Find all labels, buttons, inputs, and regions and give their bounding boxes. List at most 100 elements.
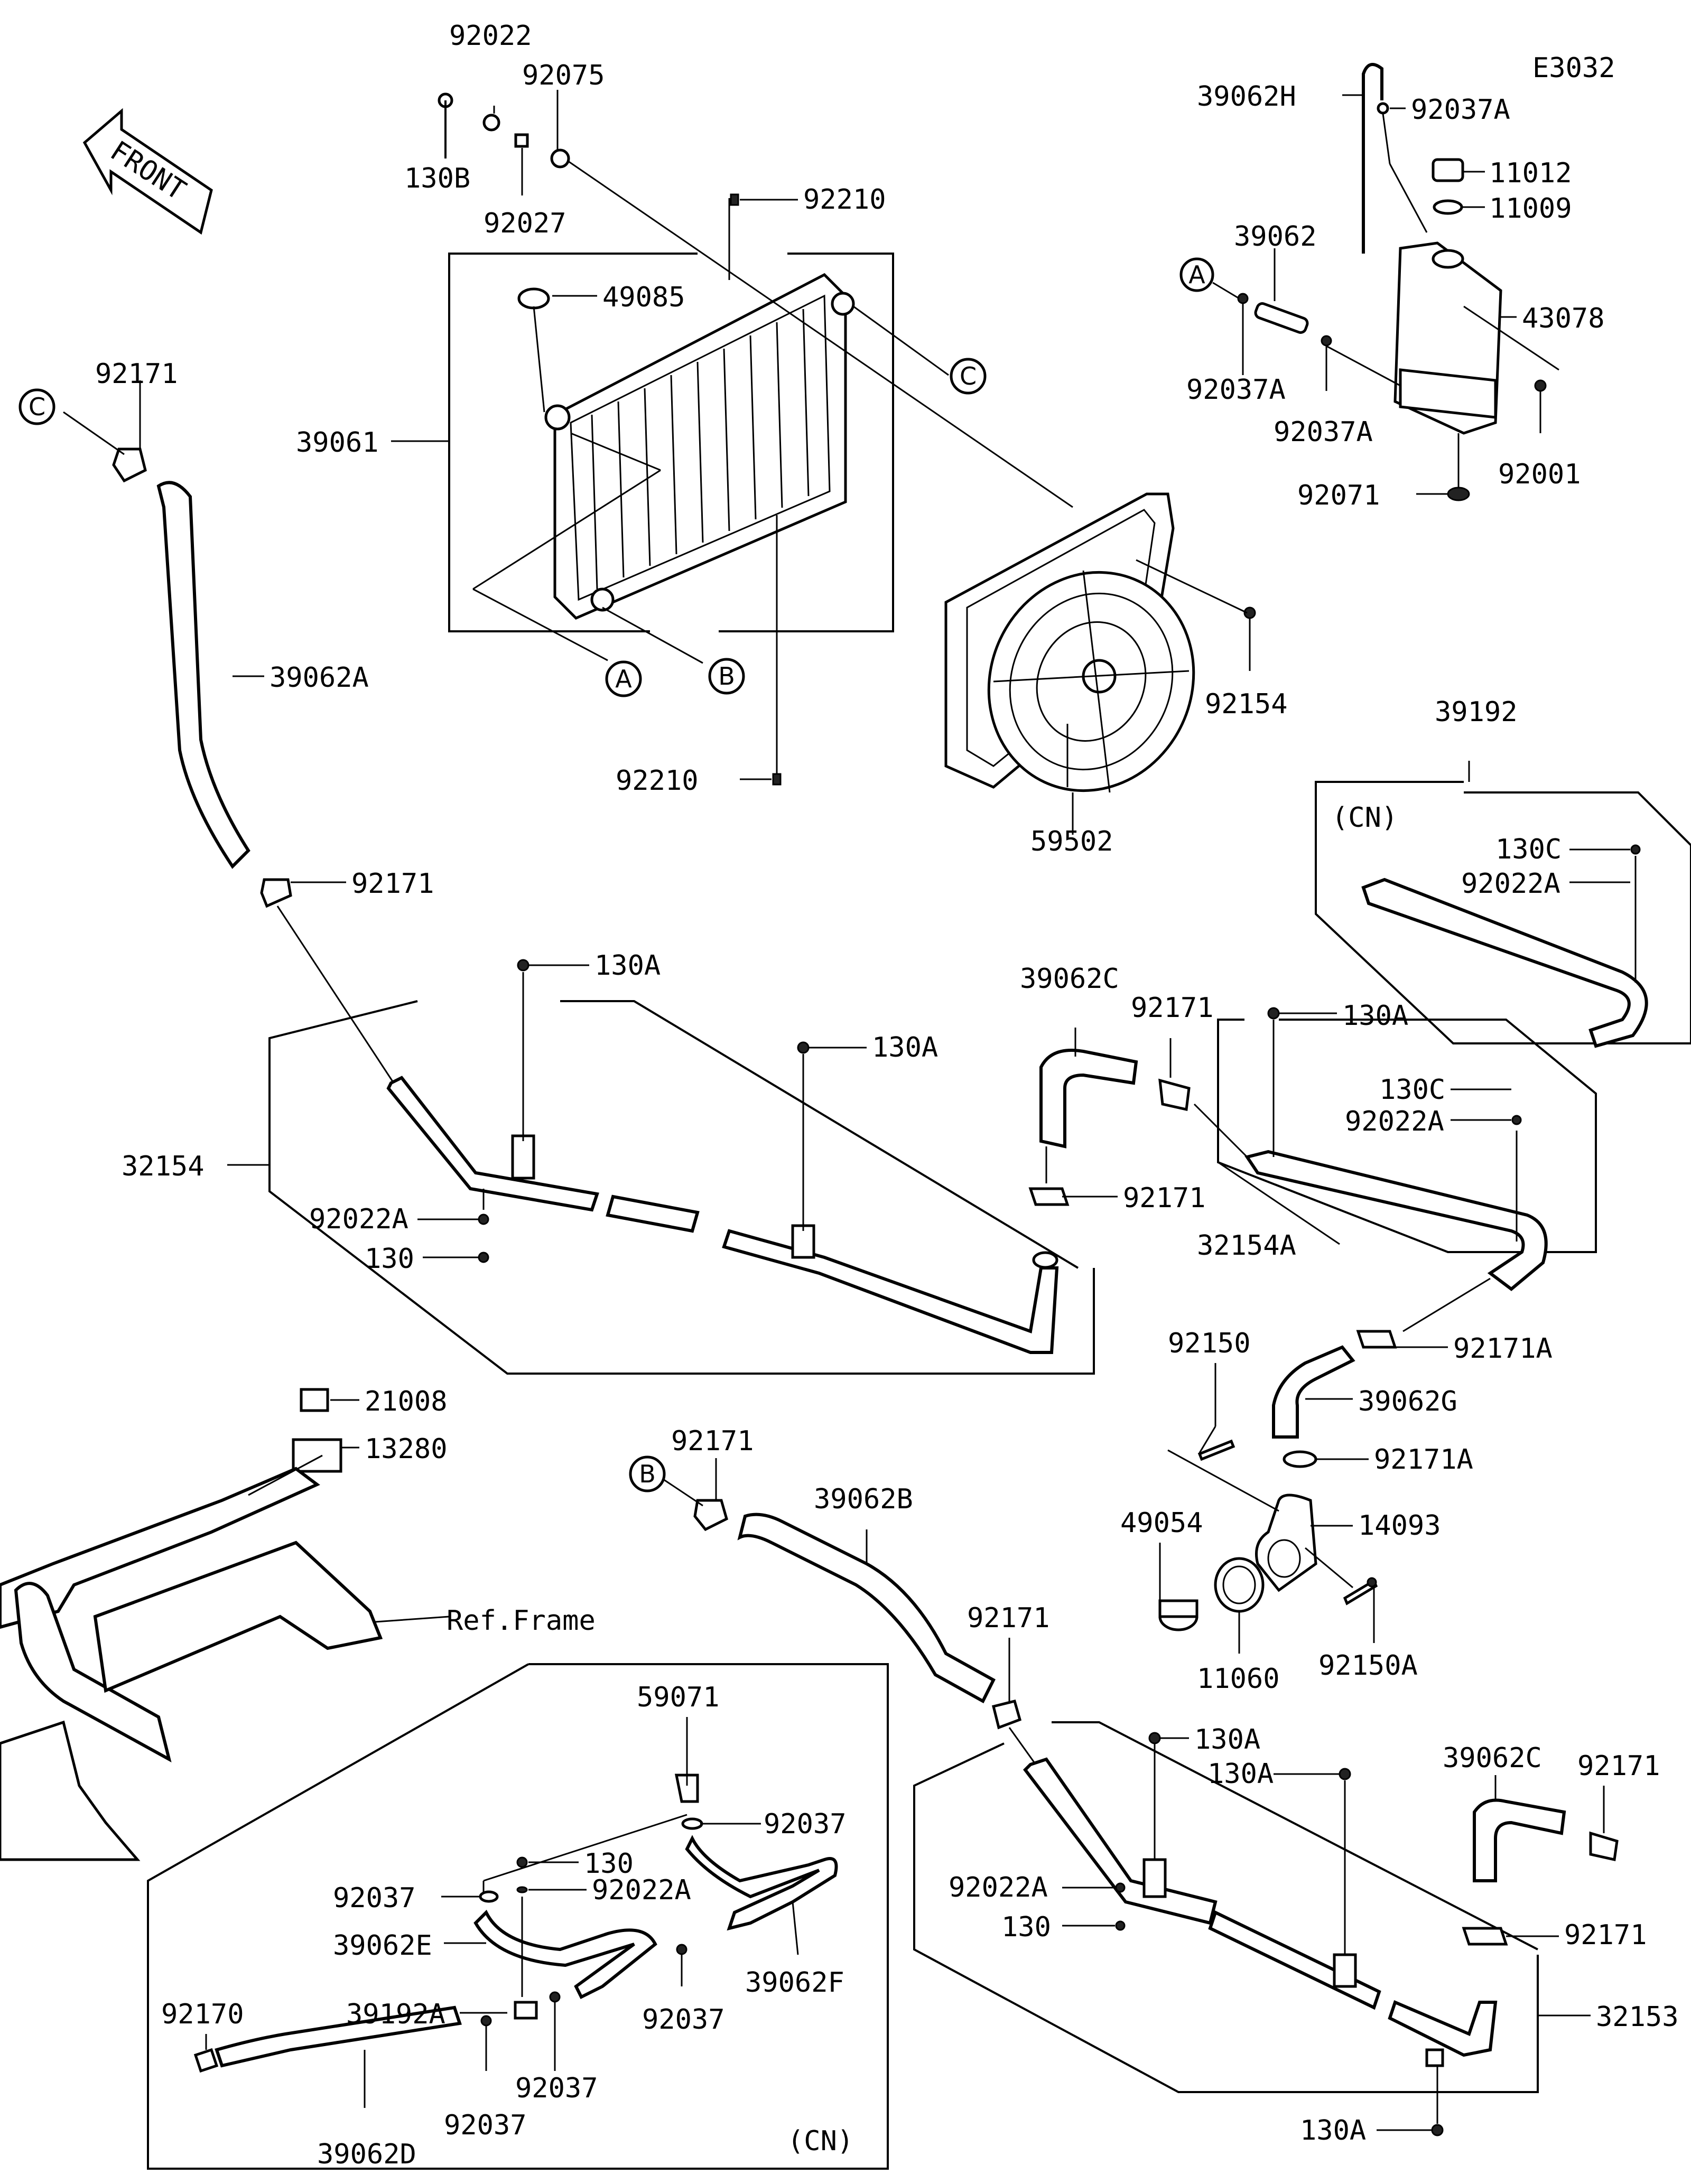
svg-text:A: A <box>615 665 632 693</box>
hose-39062b <box>655 1473 1037 1765</box>
label-130a-2: 130A <box>872 1032 938 1063</box>
svg-text:A: A <box>1188 260 1205 289</box>
label-39192: 39192 <box>1435 696 1518 728</box>
label-92171-r2: 92171 <box>1123 1182 1206 1214</box>
diagram-code: E3032 <box>1532 52 1615 84</box>
label-92022a-b: 92022A <box>949 1872 1048 1903</box>
frame-reference <box>0 1388 450 1861</box>
label-92037-2: 92037 <box>333 1882 416 1914</box>
label-39062c-2: 39062C <box>1443 1742 1542 1774</box>
thermostat-housing-group <box>1158 1345 1378 1631</box>
label-92037-5: 92037 <box>444 2110 527 2141</box>
label-92171-c: 92171 <box>95 358 178 390</box>
label-130c-cn: 130C <box>1495 834 1562 865</box>
label-49054: 49054 <box>1120 1507 1203 1539</box>
label-92075: 92075 <box>522 60 605 91</box>
label-92171-r: 92171 <box>1131 992 1214 1024</box>
label-92171a-2: 92171A <box>1374 1444 1473 1476</box>
label-59071: 59071 <box>637 1682 720 1713</box>
label-39062b: 39062B <box>814 1483 913 1515</box>
label-130a-5: 130A <box>1207 1758 1274 1790</box>
label-14093: 14093 <box>1358 1510 1441 1542</box>
label-92071: 92071 <box>1297 480 1380 511</box>
pipe-group-39192-cn <box>1315 761 1691 1048</box>
label-39062g: 39062G <box>1358 1386 1457 1417</box>
label-92170: 92170 <box>161 1999 244 2030</box>
label-92022a-1: 92022A <box>309 1203 408 1235</box>
label-ref-frame: Ref.Frame <box>447 1605 596 1637</box>
label-39062: 39062 <box>1234 221 1317 253</box>
radiator-cap-icon <box>517 287 550 310</box>
label-130a-6: 130A <box>1300 2115 1366 2146</box>
label-92171-b2: 92171 <box>967 1602 1050 1634</box>
label-49085: 49085 <box>602 282 685 313</box>
label-130-cn: 130 <box>584 1848 634 1880</box>
label-39062a: 39062A <box>270 662 369 694</box>
label-leaders <box>139 90 1630 2131</box>
label-39062c-1: 39062C <box>1020 963 1119 995</box>
part-labels: 92022 92075 130B 92027 92210 49085 39061… <box>95 20 1679 2170</box>
cn-lower-group <box>147 1663 889 2170</box>
label-59502: 59502 <box>1030 826 1113 857</box>
label-130-1: 130 <box>365 1243 414 1275</box>
svg-text:C: C <box>960 362 977 390</box>
svg-text:B: B <box>718 662 735 690</box>
label-32153: 32153 <box>1596 2001 1679 2033</box>
ref-circle-b-radiator: B <box>708 658 745 695</box>
label-39062f: 39062F <box>745 1967 844 1999</box>
label-92210-top: 92210 <box>803 184 886 216</box>
label-13280: 13280 <box>365 1433 448 1465</box>
label-92210-bottom: 92210 <box>616 765 699 797</box>
label-92022: 92022 <box>449 20 532 52</box>
label-92022a-r: 92022A <box>1345 1106 1444 1137</box>
label-130-b: 130 <box>1001 1911 1051 1943</box>
ref-circle-a-radiator: A <box>605 660 642 697</box>
pipe-group-32153 <box>913 1721 1619 2136</box>
label-92171-mid: 92171 <box>351 868 434 900</box>
label-92171-br2: 92171 <box>1564 1919 1647 1951</box>
label-32154: 32154 <box>122 1151 205 1182</box>
fastener-group-top <box>438 92 1073 786</box>
label-92037a-mid: 92037A <box>1274 416 1373 448</box>
label-cn-lower: (CN) <box>787 2125 853 2157</box>
ref-circle-c-hose: C <box>18 388 55 425</box>
label-32154a: 32154A <box>1197 1230 1296 1262</box>
label-92037-1: 92037 <box>764 1808 847 1840</box>
hose-39062c-top <box>1028 1046 1191 1206</box>
radiator-assembly <box>448 198 949 779</box>
label-39062e: 39062E <box>333 1930 432 1962</box>
label-92001: 92001 <box>1498 459 1581 490</box>
label-11012: 11012 <box>1489 157 1572 189</box>
label-11009: 11009 <box>1489 193 1572 225</box>
label-92037-3: 92037 <box>642 2004 725 2036</box>
label-130b: 130B <box>404 163 470 194</box>
label-92037-4: 92037 <box>515 2073 598 2104</box>
label-92171-br1: 92171 <box>1577 1750 1660 1782</box>
label-92037a-top: 92037A <box>1411 94 1510 126</box>
label-92037a-left: 92037A <box>1186 374 1286 406</box>
label-92022a-cn: 92022A <box>1461 868 1560 900</box>
label-39062h: 39062H <box>1197 81 1296 113</box>
cooling-fan-assembly <box>944 492 1256 793</box>
ref-circle-a-tank: A <box>1179 257 1214 292</box>
label-92171-b: 92171 <box>671 1425 754 1457</box>
label-21008: 21008 <box>365 1386 448 1417</box>
label-130a-3: 130A <box>1342 1000 1408 1032</box>
label-39061: 39061 <box>296 427 379 459</box>
ref-circle-b-hose: B <box>629 1455 666 1492</box>
label-92171a-1: 92171A <box>1453 1333 1553 1365</box>
pipe-group-32154 <box>268 959 1095 1375</box>
label-130c-r: 130C <box>1379 1074 1445 1106</box>
svg-text:C: C <box>29 393 45 421</box>
label-cn-upper: (CN) <box>1332 802 1398 834</box>
label-130a-1: 130A <box>594 950 661 982</box>
front-arrow-icon: FRONT <box>82 108 213 235</box>
ref-circle-c-radiator: C <box>950 358 987 395</box>
hose-39062a <box>63 411 395 1084</box>
svg-text:B: B <box>639 1460 656 1488</box>
label-92150a: 92150A <box>1318 1650 1418 1682</box>
label-92027: 92027 <box>484 208 566 239</box>
label-11060: 11060 <box>1197 1663 1280 1695</box>
